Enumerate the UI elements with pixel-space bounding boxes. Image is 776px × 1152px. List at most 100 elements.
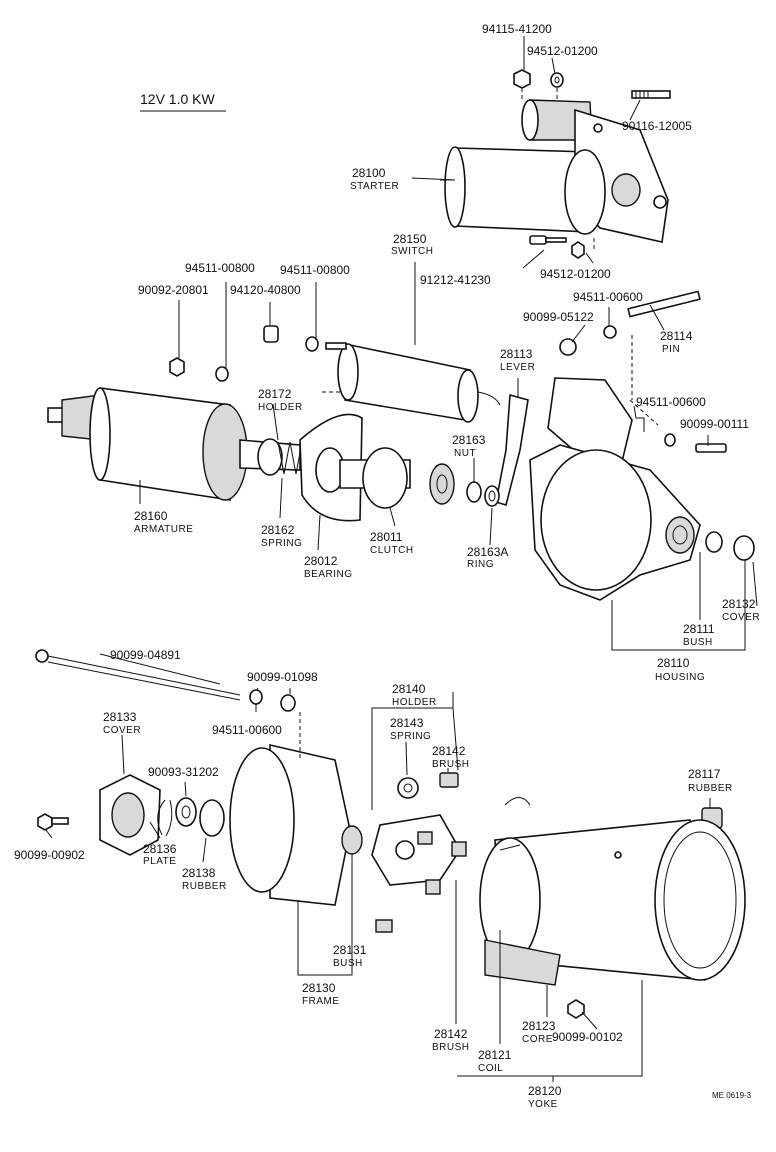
callout-28130: 28130: [302, 981, 336, 995]
callout-28121: 28121: [478, 1048, 512, 1062]
callout-28138: 28138: [182, 866, 216, 880]
callout-28160: 28160: [134, 509, 168, 523]
callout-94511-00800-b: 94511-00800: [280, 263, 350, 277]
lever-28113-drawing: [495, 393, 529, 507]
leader-lines: [45, 36, 758, 1082]
washer-94512-01200-top: [550, 72, 564, 88]
callout-90116-12005: 90116-12005: [622, 119, 692, 133]
brush-holder-28140: [371, 814, 461, 933]
label-switch: SWITCH: [391, 246, 433, 257]
rubber-28138: [199, 799, 225, 837]
callout-90099-00902: 90099-00902: [14, 848, 85, 862]
bolt-91212-41230: [529, 235, 567, 245]
yoke-28120-drawing: [479, 797, 746, 986]
callout-28162: 28162: [261, 523, 295, 537]
callout-28120: 28120: [528, 1084, 562, 1098]
callout-28150: 28150: [393, 232, 427, 246]
label-spring-28143: SPRING: [390, 731, 431, 742]
callout-94512-01200-top: 94512-01200: [527, 44, 598, 58]
clutch-28011: [339, 447, 455, 509]
callout-28163A: 28163A: [467, 545, 508, 559]
nut-90099-05122: [559, 338, 577, 356]
label-bush-28131: BUSH: [333, 958, 363, 969]
brush-28142-top: [439, 772, 459, 788]
callout-28117: 28117: [688, 767, 721, 781]
label-frame: FRAME: [302, 996, 340, 1007]
screw-90099-00902: [37, 813, 69, 831]
callout-28163: 28163: [452, 433, 486, 447]
callout-90099-04891: 90099-04891: [110, 648, 181, 662]
label-clutch: CLUTCH: [370, 545, 414, 556]
screw-90099-00102: [567, 999, 585, 1019]
callout-28011: 28011: [370, 530, 403, 544]
label-coil: COIL: [478, 1063, 503, 1074]
nut-94120-40800: [263, 325, 279, 343]
label-cover-28132: COVER: [722, 612, 760, 623]
label-armature: ARMATURE: [134, 524, 193, 535]
label-ring: RING: [467, 559, 494, 570]
housing-28110-drawing: [529, 377, 701, 601]
callout-28140: 28140: [392, 682, 426, 696]
label-lever: LEVER: [500, 362, 535, 373]
stud-90116-12005: [631, 90, 671, 99]
callout-94115-41200: 94115-41200: [482, 22, 552, 36]
label-rubber-28138: RUBBER: [182, 881, 227, 892]
screw-90099-00111: [695, 443, 727, 453]
callout-28110: 28110: [657, 656, 690, 670]
callout-90099-00102: 90099-00102: [552, 1030, 623, 1044]
label-housing: HOUSING: [655, 672, 705, 683]
bearing-28012: [299, 413, 363, 522]
washer-94512-01200-bottom: [571, 241, 585, 259]
callout-94120-40800: 94120-40800: [230, 283, 301, 297]
through-bolt-90099-04891: [35, 649, 241, 701]
callout-94511-00600-mid: 94511-00600: [636, 395, 706, 409]
ring-28163A: [484, 485, 500, 507]
callout-28100: 28100: [352, 166, 386, 180]
washer-94511-00600-bottom: [249, 689, 263, 705]
diagram-title: 12V 1.0 KW: [140, 91, 215, 107]
middle-guide-lines: [322, 335, 659, 426]
label-plate: PLATE: [143, 856, 176, 867]
callout-28132: 28132: [722, 597, 756, 611]
callout-28172: 28172: [258, 387, 292, 401]
spring-28162: [277, 441, 303, 475]
callout-90093-31202: 90093-31202: [148, 765, 219, 779]
starter-assembly-drawing: [440, 99, 669, 243]
cover-28132: [733, 535, 755, 561]
small-nut-90092-20801: [169, 357, 185, 377]
switch-28150-drawing: [325, 342, 501, 423]
callout-90099-05122: 90099-05122: [523, 310, 594, 324]
label-starter: STARTER: [350, 181, 399, 192]
label-rubber-28117: RUBBER: [688, 783, 733, 794]
callout-94511-00800-a: 94511-00800: [185, 261, 255, 275]
label-yoke: YOKE: [528, 1099, 558, 1110]
washer-90099-01098: [280, 694, 296, 712]
callout-28123: 28123: [522, 1019, 556, 1033]
bush-28111: [705, 531, 723, 553]
washer-94511-00800-b: [305, 336, 319, 352]
label-cover-28133: COVER: [103, 725, 141, 736]
drawing-ref-code: ME 0619-3: [712, 1091, 752, 1100]
callout-90092-20801: 90092-20801: [138, 283, 209, 297]
label-spring-28162: SPRING: [261, 538, 302, 549]
callout-28142-bottom: 28142: [434, 1027, 468, 1041]
nut-28163: [466, 481, 482, 503]
callout-90099-00111: 90099-00111: [680, 417, 749, 431]
callout-28136: 28136: [143, 842, 177, 856]
plate-28136: [157, 799, 173, 837]
label-bearing: BEARING: [304, 569, 353, 580]
label-holder-28172: HOLDER: [258, 402, 303, 413]
brush-28142-bottom: [451, 841, 467, 857]
callout-28131: 28131: [333, 943, 367, 957]
callout-28114: 28114: [660, 329, 693, 343]
label-pin: PIN: [662, 344, 680, 355]
callout-94511-00600-bottom: 94511-00600: [212, 723, 282, 737]
label-holder-28140: HOLDER: [392, 697, 437, 708]
callout-28133: 28133: [103, 710, 137, 724]
pin-28114: [627, 290, 701, 318]
washer-94511-00600-mid: [664, 433, 676, 447]
callout-94512-01200-bottom: 94512-01200: [540, 267, 611, 281]
callout-28142-top: 28142: [432, 744, 466, 758]
callout-28143: 28143: [390, 716, 424, 730]
